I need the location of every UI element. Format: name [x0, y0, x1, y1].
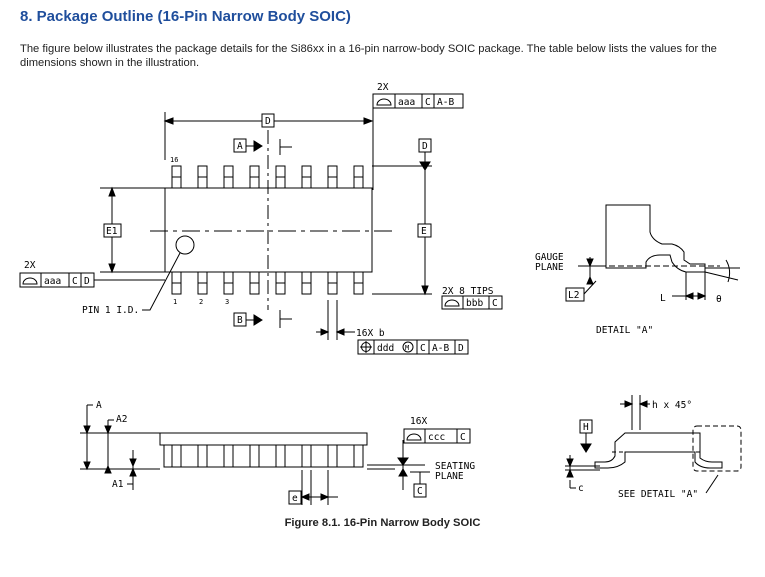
- side-view: A A2 A1 16X ccc C SEATING PLANE C: [80, 400, 475, 505]
- tol-b-frame: [357, 339, 469, 355]
- figure-caption: Figure 8.1. 16-Pin Narrow Body SOIC: [284, 517, 481, 529]
- profile-surface-icon: [376, 98, 392, 106]
- tol-tips-ref: C: [492, 298, 498, 309]
- tol-left-ref1: C: [72, 276, 78, 287]
- tol-tips-tol: bbb: [466, 298, 483, 309]
- detail-a-callout: [692, 425, 742, 472]
- tol-tips-frame: [441, 295, 503, 310]
- dim-c: c: [578, 483, 584, 494]
- end-view: h x 45° H c SEE DETAIL "A": [565, 395, 742, 500]
- tol-b-ref2: A-B: [432, 343, 449, 354]
- detail-a-title: DETAIL "A": [596, 325, 653, 336]
- gauge-plane-label-2: PLANE: [535, 262, 564, 273]
- datum-B: B: [237, 315, 243, 326]
- tol-b-tol: ddd: [377, 343, 394, 354]
- profile-surface-icon: [22, 277, 38, 285]
- dim-L2-box: [565, 287, 585, 302]
- dim-D: D: [265, 116, 271, 127]
- side-leads: [171, 444, 364, 468]
- lead-b-label: 16X b: [356, 328, 385, 339]
- see-detail-label: SEE DETAIL "A": [618, 489, 698, 500]
- top-view: 2X aaa C A-B D A D: [19, 82, 503, 355]
- profile-surface-icon: [406, 433, 422, 441]
- dim-A2: A2: [116, 414, 127, 425]
- dim-A: A: [96, 400, 102, 411]
- detail-a-view: GAUGE PLANE L2 L θ DETAIL "A": [535, 204, 740, 336]
- end-view-profile: [594, 432, 723, 469]
- tol-top-count: 2X: [377, 82, 389, 93]
- dim-e-box: [288, 490, 302, 505]
- pin-3-label: 3: [225, 298, 229, 306]
- tol-b-ref3: D: [458, 343, 464, 354]
- bottom-pins: [171, 271, 364, 295]
- dim-E1: E1: [106, 226, 118, 237]
- side-body-bottom: [163, 444, 364, 468]
- dim-E: E: [421, 226, 427, 237]
- tol-left-count: 2X: [24, 260, 36, 271]
- section-title: 8. Package Outline (16-Pin Narrow Body S…: [20, 8, 351, 25]
- tips-label: 2X 8 TIPS: [442, 286, 494, 297]
- pin-1-id-dot: [175, 235, 195, 255]
- pin-2-label: 2: [199, 298, 203, 306]
- tol-top-ref1: C: [425, 97, 431, 108]
- count-16x: 16X: [410, 416, 427, 427]
- detail-a-lead-profile: [605, 204, 706, 273]
- tol-ccc: ccc: [428, 432, 445, 443]
- chamfer-label: h x 45°: [652, 400, 692, 411]
- tol-ccc-frame: [403, 428, 471, 444]
- datum-D: D: [422, 141, 428, 152]
- tol-left-ref2: D: [84, 276, 90, 287]
- profile-surface-icon: [444, 299, 460, 307]
- mmc-icon: [402, 341, 414, 353]
- dim-E-box: [417, 223, 432, 238]
- pin-1-label: 1: [173, 298, 177, 306]
- dim-L: L: [660, 293, 666, 304]
- tol-top-ref2: A-B: [437, 97, 454, 108]
- seating-plane-label: SEATING: [435, 461, 475, 472]
- datum-C: C: [417, 486, 423, 497]
- dim-theta: θ: [716, 294, 722, 305]
- tol-b-ref1: C: [420, 343, 426, 354]
- gauge-plane-label: GAUGE: [535, 252, 564, 263]
- seating-plane-label-2: PLANE: [435, 471, 464, 482]
- datum-A: A: [237, 141, 243, 152]
- datum-H: H: [583, 422, 589, 433]
- dim-D-box: [261, 113, 275, 128]
- tol-ccc-ref: C: [460, 432, 466, 443]
- section-intro: The figure below illustrates the package…: [20, 43, 717, 69]
- tol-left-tol: aaa: [44, 276, 61, 287]
- side-body-top: [159, 432, 368, 446]
- tol-b-mod: M: [405, 344, 409, 352]
- tol-top-tol: aaa: [398, 97, 415, 108]
- pin-16-label: 16: [170, 156, 178, 164]
- pin-1-id-label: PIN 1 I.D.: [82, 305, 139, 316]
- dim-E1-box: [103, 223, 122, 238]
- dim-L2: L2: [568, 290, 579, 301]
- dim-e: e: [292, 493, 298, 504]
- tol-top-frame: [372, 93, 464, 109]
- dim-A1: A1: [112, 479, 124, 490]
